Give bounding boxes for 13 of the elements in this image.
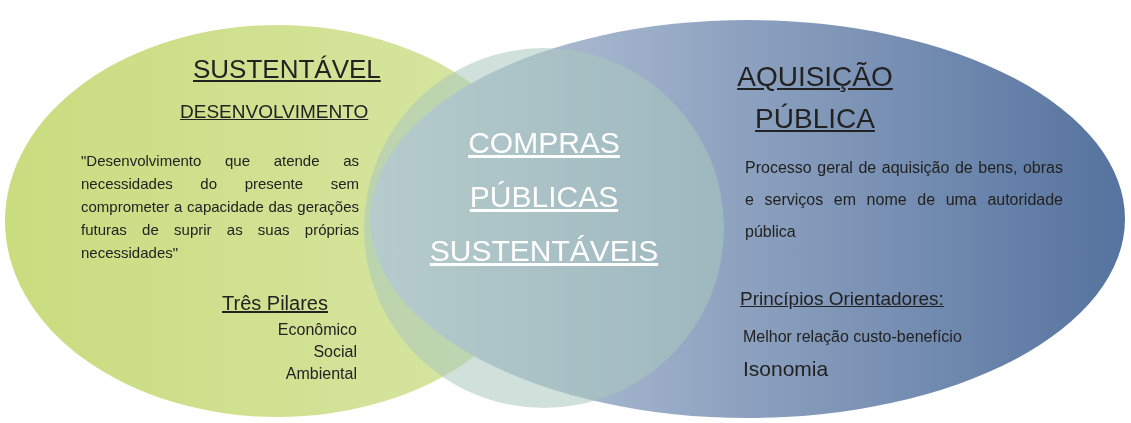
heading-text: AQUISIÇÃO PÚBLICA (736, 60, 894, 136)
definition-text: Processo geral de aquisição de bens, obras e serviços em nome de uma autoridade pública (745, 158, 1063, 242)
list-item: Social (312, 342, 357, 362)
heading-text: DESENVOLVIMENTO (180, 100, 370, 124)
list-item: Isonomia (743, 356, 830, 382)
list-item: Ambiental (284, 364, 357, 384)
heading-text: SUSTENTÁVEL (193, 53, 382, 86)
subheading-text: Três Pilares (222, 291, 329, 316)
definition-text: "Desenvolvimento que atende as necessidades do presente sem comprometer a capacidade das gerações futuras de suprir as suas próprias necessidades" (81, 151, 359, 263)
center-title: COMPRAS PÚBLICAS SUSTENTÁVEIS (428, 125, 660, 269)
list-item: Melhor relação custo-benefício (743, 327, 963, 347)
subheading-text: Princípios Orientadores: (740, 287, 945, 311)
list-item: Econômico (276, 320, 357, 340)
